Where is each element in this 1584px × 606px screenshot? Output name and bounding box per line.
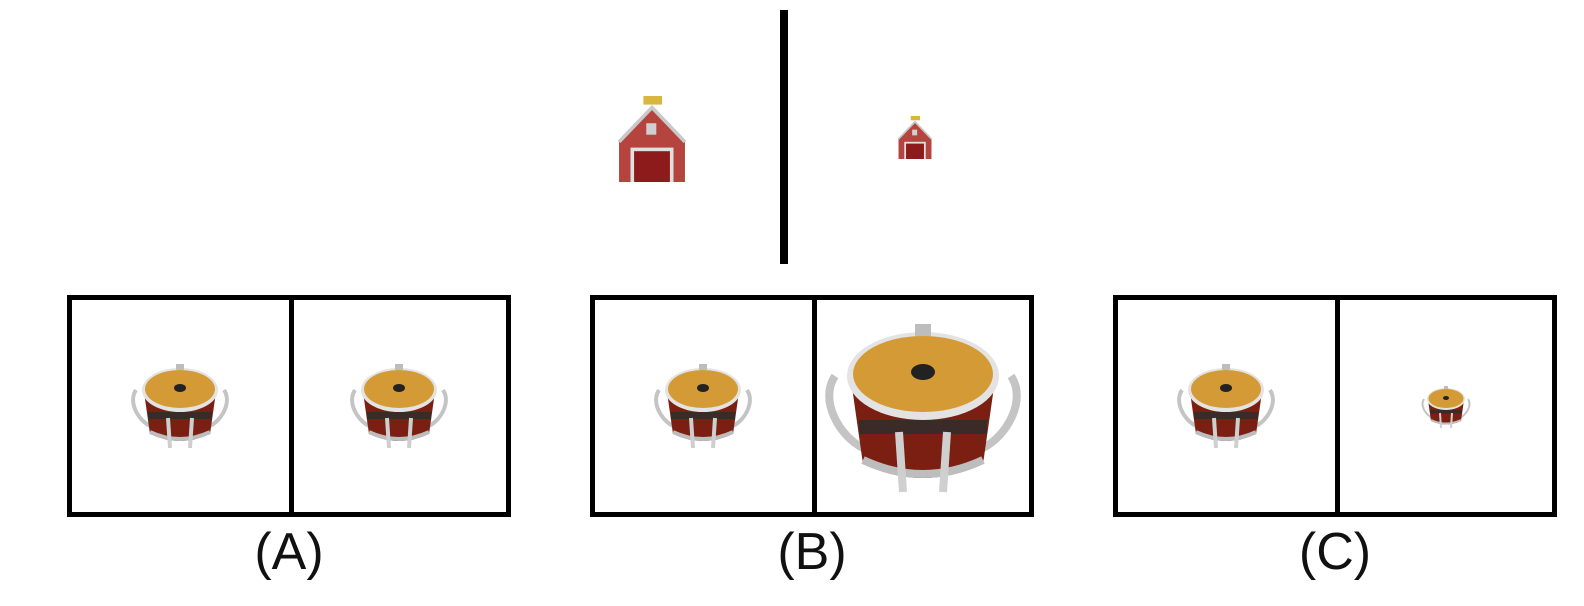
option-b-right-drum-icon bbox=[823, 320, 1023, 500]
option-b-panel[interactable] bbox=[590, 295, 1034, 517]
option-a-right-drum-icon bbox=[349, 362, 449, 452]
option-c-left-drum-icon bbox=[1176, 362, 1276, 452]
option-c-panel[interactable] bbox=[1113, 295, 1557, 517]
option-b-label: (B) bbox=[777, 523, 847, 581]
option-c-right-drum-icon bbox=[1421, 385, 1471, 430]
example-right-barn-icon bbox=[897, 116, 933, 159]
example-left-barn-icon bbox=[616, 96, 688, 182]
option-c-divider bbox=[1335, 300, 1340, 512]
option-a-label: (A) bbox=[254, 523, 324, 581]
option-c-label: (C) bbox=[1298, 523, 1372, 581]
example-divider bbox=[780, 10, 788, 264]
option-b-divider bbox=[812, 300, 817, 512]
option-a-left-drum-icon bbox=[130, 362, 230, 452]
option-b-left-drum-icon bbox=[653, 362, 753, 452]
option-a-panel[interactable] bbox=[67, 295, 511, 517]
option-a-divider bbox=[289, 300, 294, 512]
